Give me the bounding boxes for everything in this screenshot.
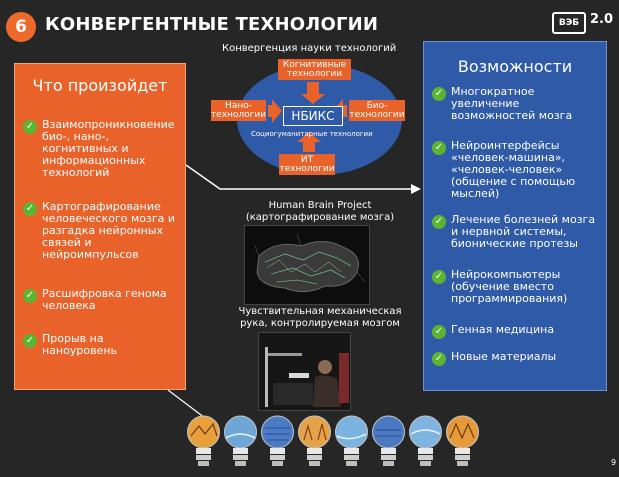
left-item: ✓ Расшифровка генома человека <box>23 288 183 312</box>
check-icon: ✓ <box>432 352 446 366</box>
lightbulb-icon <box>187 415 220 466</box>
check-icon: ✓ <box>432 270 446 284</box>
left-item: ✓ Взаимопроникновение био-, нано-, когни… <box>23 119 183 179</box>
slide-number-badge: 6 <box>6 12 36 42</box>
bio-tech-box: Био- технологии <box>349 100 405 121</box>
arrow-down-icon <box>301 82 325 104</box>
left-item-text: Прорыв на наноуровень <box>42 332 118 357</box>
check-icon: ✓ <box>23 289 37 303</box>
lightbulb-icon <box>409 415 442 466</box>
left-item-text: Взаимопроникновение био-, нано-, когнити… <box>42 118 175 179</box>
lightbulb-icon <box>335 415 368 466</box>
arrow-right-icon <box>268 99 282 123</box>
right-item: ✓ Новые материалы <box>432 351 592 366</box>
left-item-text: Картографирование человеческого мозга и … <box>42 200 176 261</box>
nbics-label: НБИКС <box>283 106 343 126</box>
it-tech-box: ИТ технологии <box>279 154 335 175</box>
right-item-text: Генная медицина <box>451 323 555 336</box>
lightbulb-icon <box>372 415 405 466</box>
nano-tech-box: Нано- технологии <box>210 100 267 121</box>
socio-humanitarian-label: Социогуманитарные технологии <box>251 130 373 138</box>
brain-network-graphic <box>245 226 369 304</box>
connector-to-bulbs <box>167 389 206 419</box>
check-icon: ✓ <box>432 87 446 101</box>
brain-project-caption: Human Brain Project (картографирование м… <box>235 200 405 224</box>
right-item-text: Нейрокомпьютеры (обучение вместо програм… <box>451 268 568 305</box>
lightbulb-icon <box>261 415 294 466</box>
brain-project-subtitle: (картографирование мозга) <box>245 212 395 223</box>
right-item-text: Новые материалы <box>451 350 557 363</box>
check-icon: ✓ <box>23 334 37 348</box>
veb-logo: ВЭБ <box>552 12 586 34</box>
left-item-text: Расшифровка генома человека <box>42 287 167 312</box>
left-panel-what-will-happen: Что произойдет ✓ Взаимопроникновение био… <box>14 63 186 390</box>
arrow-head <box>411 184 421 194</box>
robotic-arm-photo <box>258 332 351 411</box>
right-item: ✓ Лечение болезней мозга и нервной систе… <box>432 214 604 250</box>
brain-project-title: Human Brain Project <box>268 200 372 211</box>
left-item: ✓ Картографирование человеческого мозга … <box>23 201 185 261</box>
slide-title: КОНВЕРГЕНТНЫЕ ТЕХНОЛОГИИ <box>45 14 379 35</box>
right-item: ✓ Генная медицина <box>432 324 592 339</box>
lightbulb-icon <box>298 415 331 466</box>
page-number: 9 <box>611 458 617 467</box>
left-panel-title: Что произойдет <box>32 76 168 95</box>
right-panel-title: Возможности <box>457 57 573 76</box>
cognitive-tech-box: Когнитивные технологии <box>278 59 351 80</box>
left-item: ✓ Прорыв на наноуровень <box>23 333 143 357</box>
right-item-text: Нейроинтерфейсы «человек-машина», «челов… <box>451 139 576 200</box>
arm-caption: Чувствительная механическая рука, контро… <box>238 306 402 329</box>
right-item-text: Лечение болезней мозга и нервной системы… <box>451 213 596 250</box>
right-item: ✓ Нейрокомпьютеры (обучение вместо прогр… <box>432 269 582 305</box>
right-item-text: Многократное увеличение возможностей моз… <box>451 85 573 122</box>
check-icon: ✓ <box>432 215 446 229</box>
arrow-up-icon <box>297 132 321 152</box>
right-item: ✓ Многократное увеличение возможностей м… <box>432 86 582 122</box>
brain-map-image <box>244 225 370 305</box>
check-icon: ✓ <box>432 325 446 339</box>
lightbulb-icon <box>224 415 257 466</box>
robotic-arm-graphic <box>259 333 350 410</box>
check-icon: ✓ <box>23 120 37 134</box>
right-item: ✓ Нейроинтерфейсы «человек-машина», «чел… <box>432 140 602 200</box>
right-panel-opportunities: Возможности ✓ Многократное увеличение во… <box>423 41 607 391</box>
logo-text: ВЭБ <box>558 18 580 28</box>
check-icon: ✓ <box>432 141 446 155</box>
connector-arrow <box>185 164 412 190</box>
convergence-title: Конвергенция науки технологий <box>222 43 397 54</box>
logo-suffix: 2.0 <box>590 12 614 27</box>
lightbulb-icon <box>446 415 479 466</box>
check-icon: ✓ <box>23 202 37 216</box>
